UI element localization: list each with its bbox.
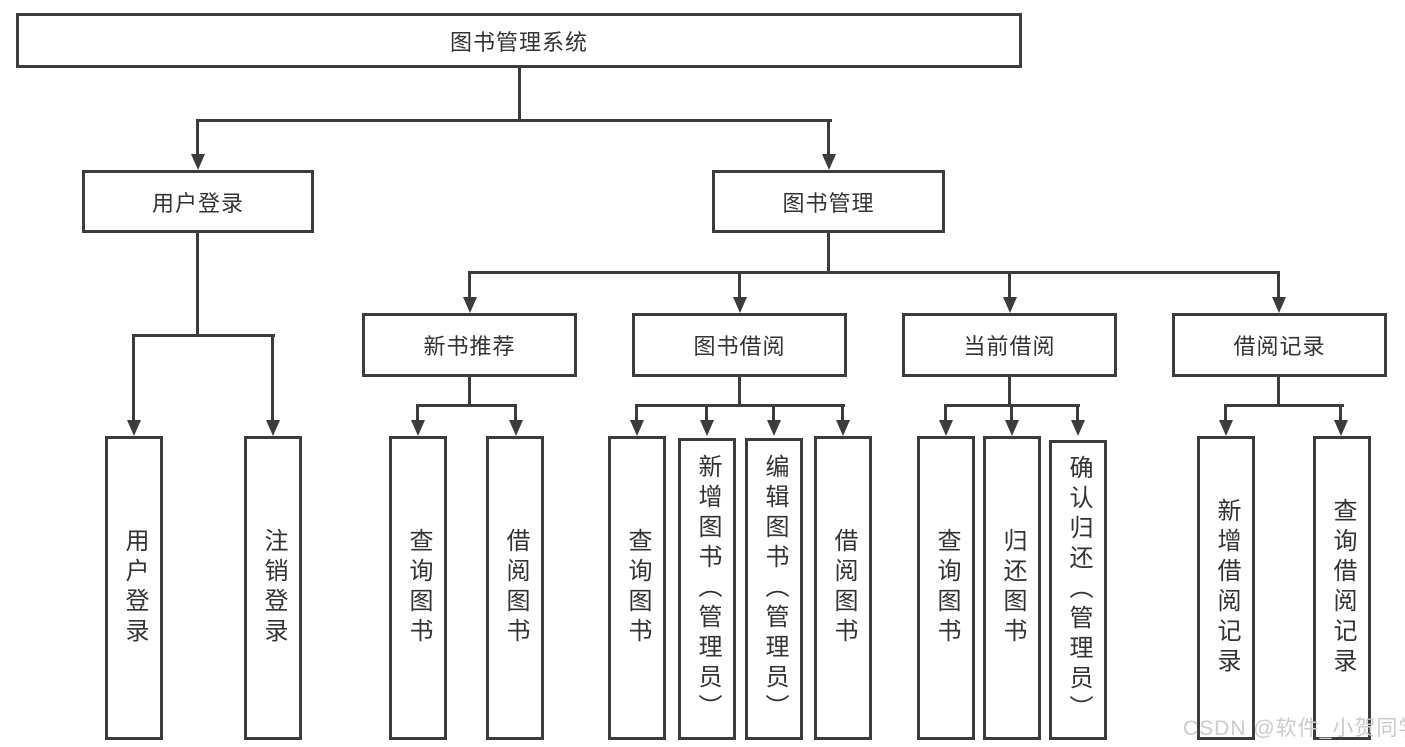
leaf-label: 新增图书（管理员） <box>694 454 721 724</box>
connector-line <box>772 404 775 424</box>
connector-line <box>841 404 844 424</box>
connector-line <box>635 404 845 407</box>
connector-line <box>132 334 135 424</box>
leaf-label: 查询图书 <box>405 528 432 648</box>
leaf-label: 编辑图书（管理员） <box>761 454 788 724</box>
connector-line <box>196 119 832 122</box>
csdn-watermark: CSDN @软件_小贺同学 <box>1183 717 1405 740</box>
leaf-label: 查询图书 <box>624 528 651 648</box>
node-label: 用户登录 <box>151 190 244 216</box>
leaf-label: 查询借阅记录 <box>1329 498 1356 678</box>
connector-line <box>738 271 741 299</box>
node-book-management: 图书管理 <box>712 170 945 233</box>
connector-line <box>1224 404 1344 407</box>
arrowhead <box>836 420 850 436</box>
node-new-book-recommend: 新书推荐 <box>362 313 577 377</box>
connector-line <box>827 119 830 159</box>
connector-line <box>416 404 419 424</box>
connector-line <box>196 119 199 159</box>
connector-line <box>1277 377 1280 406</box>
arrowhead <box>1005 420 1019 436</box>
node-label: 新书推荐 <box>423 334 516 359</box>
connector-line <box>1224 404 1227 424</box>
connector-line <box>271 334 274 424</box>
connector-line <box>1008 377 1011 406</box>
arrowhead <box>700 420 714 436</box>
arrowhead <box>1003 297 1017 313</box>
leaf-add-borrow-record: 新增借阅记录 <box>1197 436 1255 740</box>
arrowhead <box>939 420 953 436</box>
leaf-user-login: 用户登录 <box>105 436 163 740</box>
connector-line <box>1010 404 1013 424</box>
leaf-label: 注销登录 <box>260 528 287 648</box>
arrowhead <box>463 297 477 313</box>
node-user-login: 用户登录 <box>82 170 314 233</box>
leaf-label: 归还图书 <box>999 528 1026 648</box>
leaf-return-books: 归还图书 <box>983 436 1041 740</box>
node-label: 当前借阅 <box>963 334 1056 359</box>
leaf-query-books: 查询图书 <box>917 436 975 740</box>
arrowhead <box>191 154 205 170</box>
connector-line <box>1277 271 1280 299</box>
node-label: 图书管理 <box>782 190 875 216</box>
leaf-logout: 注销登录 <box>244 436 302 740</box>
connector-line <box>132 334 275 337</box>
node-current-borrowing: 当前借阅 <box>902 313 1117 377</box>
connector-line <box>468 271 1280 274</box>
connector-line <box>468 271 471 299</box>
leaf-label: 借阅图书 <box>502 528 529 648</box>
leaf-add-books-admin: 新增图书（管理员） <box>678 438 736 740</box>
leaf-query-books: 查询图书 <box>389 436 447 740</box>
connector-line <box>738 377 741 406</box>
leaf-borrow-books: 借阅图书 <box>486 436 544 740</box>
connector-line <box>1339 404 1342 424</box>
connector-line <box>635 404 638 424</box>
connector-line <box>1076 404 1079 424</box>
leaf-edit-books-admin: 编辑图书（管理员） <box>745 438 803 740</box>
arrowhead <box>630 420 644 436</box>
leaf-query-borrow-record: 查询借阅记录 <box>1313 436 1371 740</box>
node-book-borrowing: 图书借阅 <box>632 313 847 377</box>
arrowhead <box>127 420 141 436</box>
connector-line <box>705 404 708 424</box>
node-label: 图书管理系统 <box>449 29 588 55</box>
connector-line <box>827 233 830 274</box>
connector-line <box>468 377 471 406</box>
leaf-label: 借阅图书 <box>830 528 857 648</box>
connector-line <box>518 68 521 121</box>
node-label: 借阅记录 <box>1233 334 1326 359</box>
arrowhead <box>509 420 523 436</box>
leaf-label: 确认归还（管理员） <box>1065 455 1092 725</box>
leaf-confirm-return-admin: 确认归还（管理员） <box>1049 440 1107 740</box>
node-label: 图书借阅 <box>693 334 786 359</box>
leaf-borrow-books: 借阅图书 <box>814 436 872 740</box>
connector-line <box>514 404 517 424</box>
leaf-label: 新增借阅记录 <box>1213 498 1240 678</box>
arrowhead <box>767 420 781 436</box>
arrowhead <box>1272 297 1286 313</box>
leaf-label: 查询图书 <box>933 528 960 648</box>
connector-line <box>944 404 947 424</box>
arrowhead <box>1071 420 1085 436</box>
arrowhead <box>1219 420 1233 436</box>
arrowhead <box>1334 420 1348 436</box>
node-borrowing-records: 借阅记录 <box>1172 313 1387 377</box>
connector-line <box>416 404 517 407</box>
connector-line <box>196 233 199 336</box>
leaf-query-books: 查询图书 <box>608 436 666 740</box>
connector-line <box>1008 271 1011 299</box>
arrowhead <box>822 154 836 170</box>
arrowhead <box>266 420 280 436</box>
node-library-management-system: 图书管理系统 <box>16 13 1022 68</box>
leaf-label: 用户登录 <box>121 528 148 648</box>
arrowhead <box>733 297 747 313</box>
arrowhead <box>411 420 425 436</box>
